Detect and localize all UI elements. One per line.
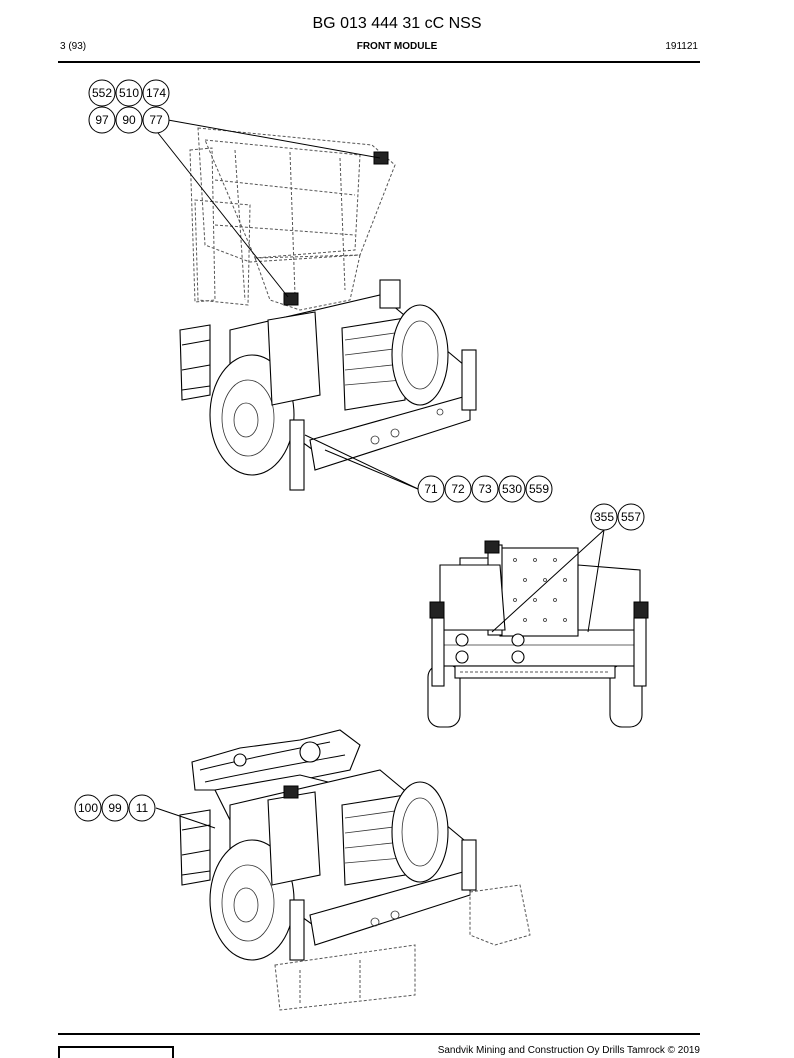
callout-number: 11 <box>136 801 149 815</box>
callout-number: 552 <box>92 86 112 100</box>
callouts-top-row1: 552 510 174 <box>88 79 170 107</box>
callout-balloon: 11 <box>128 794 156 822</box>
leader-lines <box>155 119 605 829</box>
front-module-front-view <box>427 540 649 728</box>
header-divider <box>58 61 700 63</box>
callout-number: 510 <box>119 86 139 100</box>
callout-number: 100 <box>78 801 98 815</box>
callout-balloon: 530 <box>498 475 526 503</box>
callout-balloon: 557 <box>617 503 645 531</box>
callout-balloon: 90 <box>115 106 143 134</box>
callout-balloon: 71 <box>417 475 445 503</box>
front-module-view-with-boom <box>179 729 531 1011</box>
callout-number: 174 <box>146 86 166 100</box>
callout-balloon: 97 <box>88 106 116 134</box>
callout-balloon: 174 <box>142 79 170 107</box>
document-number: BG 013 444 31 cC NSS <box>312 15 482 32</box>
date-code: 191121 <box>665 41 698 52</box>
callout-balloon: 510 <box>115 79 143 107</box>
callout-balloon: 99 <box>101 794 129 822</box>
callout-number: 71 <box>424 482 438 496</box>
callout-balloon: 552 <box>88 79 116 107</box>
footer-divider <box>58 1033 700 1035</box>
callout-number: 72 <box>451 482 465 496</box>
company-logo <box>58 1046 174 1058</box>
callout-balloon: 559 <box>525 475 553 503</box>
callout-balloon: 355 <box>590 503 618 531</box>
callouts-middle-row: 71 72 73 530 559 <box>417 475 553 503</box>
callout-number: 355 <box>594 510 614 524</box>
callout-balloon: 77 <box>142 106 170 134</box>
callout-number: 77 <box>149 113 163 127</box>
front-module-view-with-cabin <box>179 127 477 491</box>
callout-number: 90 <box>122 113 136 127</box>
callouts-right-pair: 355 557 <box>590 503 645 531</box>
callout-number: 557 <box>621 510 641 524</box>
callouts-top-row2: 97 90 77 <box>88 106 170 134</box>
callout-number: 99 <box>108 801 122 815</box>
page-indicator: 3 (93) <box>60 41 87 52</box>
callouts-bottom-row: 100 99 11 <box>74 794 156 822</box>
callout-balloon: 73 <box>471 475 499 503</box>
callout-number: 73 <box>478 482 492 496</box>
callout-balloon: 72 <box>444 475 472 503</box>
callout-number: 97 <box>95 113 109 127</box>
footer-copyright: Sandvik Mining and Construction Oy Drill… <box>437 1045 700 1056</box>
section-title: FRONT MODULE <box>356 41 438 52</box>
callout-number: 559 <box>529 482 549 496</box>
callout-balloon: 100 <box>74 794 102 822</box>
callout-number: 530 <box>502 482 522 496</box>
